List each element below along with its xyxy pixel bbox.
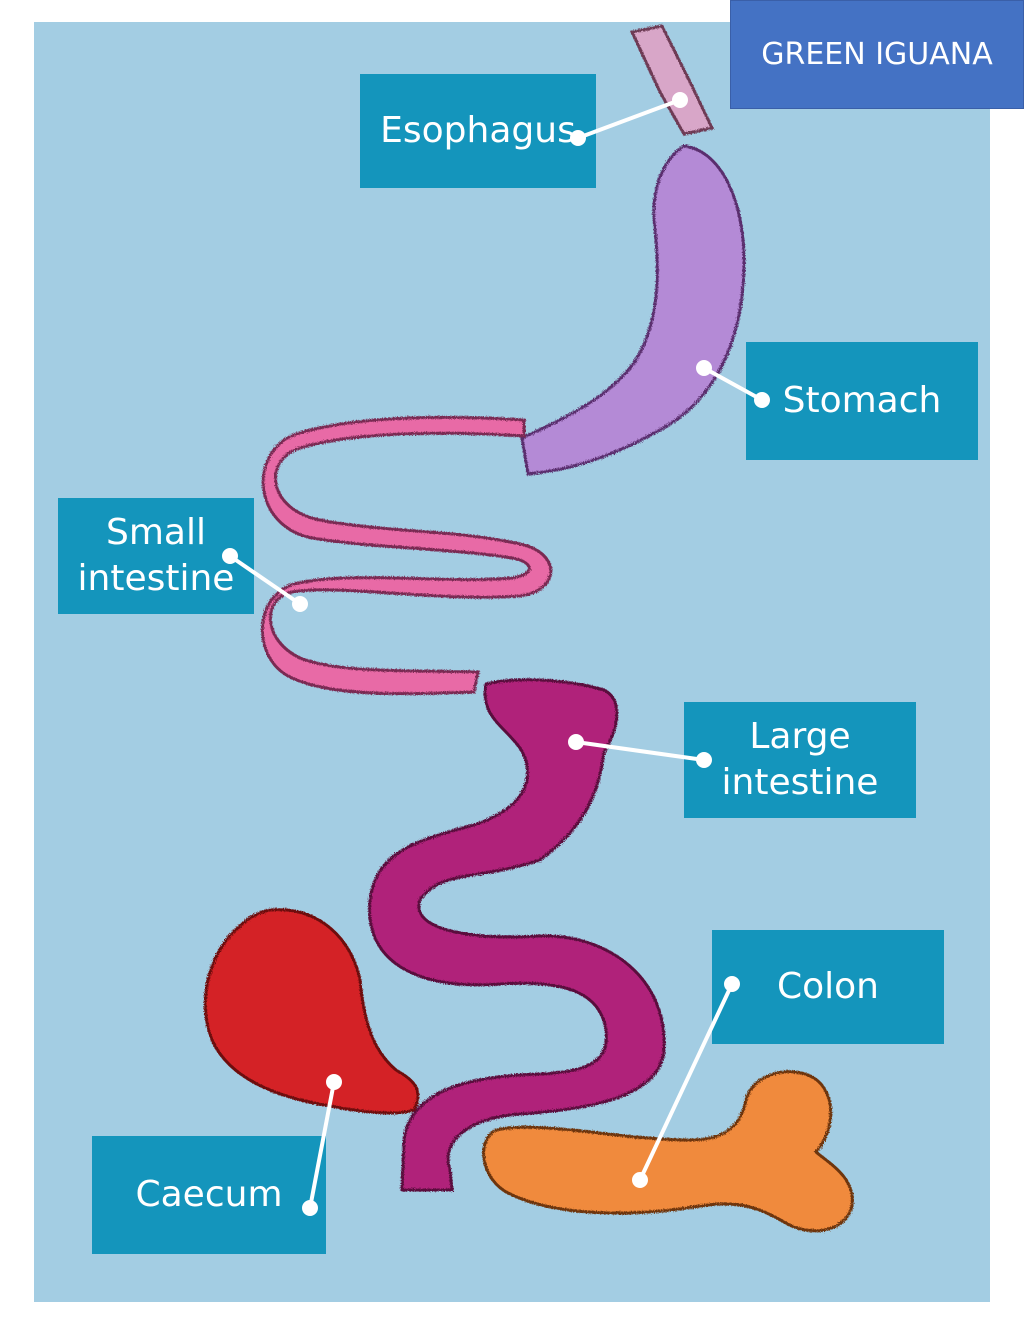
small-intestine-shape (261, 415, 553, 696)
label-esophagus-text: Esophagus (380, 110, 576, 151)
title-box: GREEN IGUANA (730, 0, 1024, 109)
label-caecum-text: Caecum (135, 1174, 283, 1215)
esophagus-shape (629, 24, 715, 136)
label-small-intestine: Small intestine (58, 498, 254, 614)
label-stomach: Stomach (746, 342, 978, 460)
label-colon-text: Colon (776, 966, 879, 1007)
caecum-shape (203, 908, 420, 1115)
label-colon: Colon (712, 930, 944, 1044)
label-caecum: Caecum (92, 1136, 326, 1254)
stomach-shape (520, 144, 746, 476)
label-large-intestine-line1: Large (749, 716, 851, 757)
label-esophagus: Esophagus (360, 74, 596, 188)
label-small-intestine-line2: intestine (77, 558, 235, 599)
page-title: GREEN IGUANA (761, 37, 993, 72)
label-small-intestine-line1: Small (106, 512, 206, 553)
large-intestine-shape (368, 678, 666, 1192)
label-large-intestine-line2: intestine (721, 762, 879, 803)
label-stomach-text: Stomach (782, 380, 942, 421)
label-large-intestine: Large intestine (684, 702, 916, 818)
